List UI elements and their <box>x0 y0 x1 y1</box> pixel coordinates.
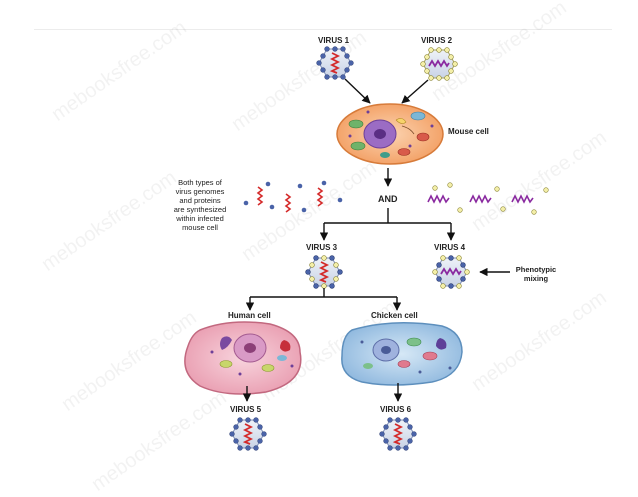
virus2-label: VIRUS 2 <box>421 36 453 45</box>
diagram-canvas: mebooksfree.com mebooksfree.com mebooksf… <box>34 0 612 496</box>
human-cell <box>184 321 302 395</box>
top-divider <box>34 29 612 30</box>
human-cell-label: Human cell <box>228 311 271 320</box>
and-label: AND <box>378 194 398 204</box>
synthesis-note: Both types of virus genomes and proteins… <box>173 178 227 232</box>
mouse-cell-label: Mouse cell <box>448 127 489 136</box>
red-genome-fragments <box>256 186 324 213</box>
arrow-virus1-to-mouse <box>344 78 371 104</box>
virus1-particle <box>316 46 354 80</box>
virus2-particle <box>420 47 458 81</box>
phenotypic-mixing-label: Phenotypic mixing <box>515 265 557 283</box>
blue-capsomers <box>243 180 343 213</box>
virus5-particle <box>229 417 267 451</box>
chicken-cell <box>341 322 463 386</box>
yellow-capsomers <box>432 182 549 215</box>
chicken-cell-label: Chicken cell <box>371 311 418 320</box>
virus4-label: VIRUS 4 <box>434 243 466 252</box>
virus6-particle <box>379 417 417 451</box>
virus3-label: VIRUS 3 <box>306 243 338 252</box>
virus5-label: VIRUS 5 <box>230 405 262 414</box>
virus4-particle <box>432 255 470 289</box>
mouse-cell <box>336 103 444 165</box>
virus1-label: VIRUS 1 <box>318 36 350 45</box>
purple-genome-fragments <box>427 194 534 204</box>
diagram-svg <box>184 46 549 451</box>
virus6-label: VIRUS 6 <box>380 405 412 414</box>
virus3-particle <box>305 255 343 289</box>
arrow-virus2-to-mouse <box>401 79 429 104</box>
